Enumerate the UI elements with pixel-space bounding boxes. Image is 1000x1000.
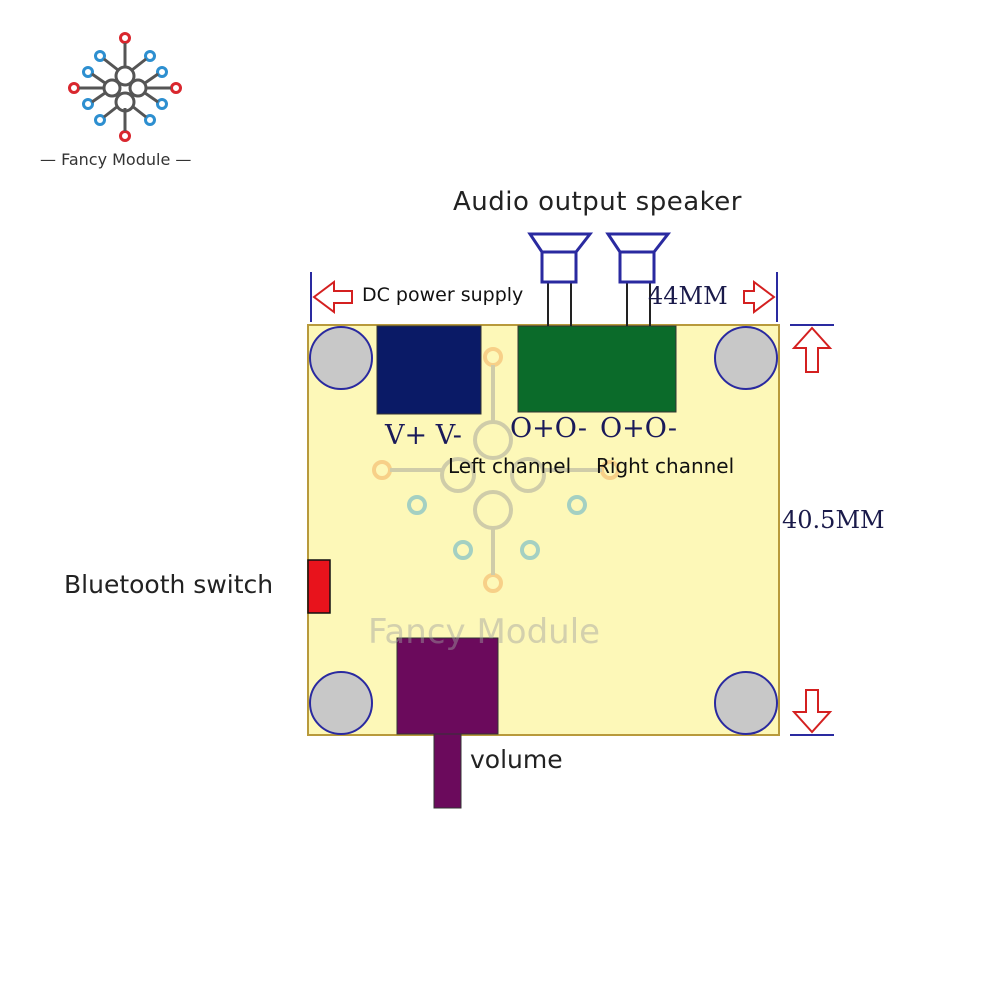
height-dimension — [790, 324, 834, 736]
left-pins-label: O+O- — [510, 413, 588, 444]
brand-name: — Fancy Module — — [40, 150, 192, 169]
bluetooth-switch — [307, 559, 331, 614]
power-pins-label: V+ V- — [385, 420, 462, 451]
height-label: 40.5MM — [782, 506, 885, 534]
dc-power-connector — [376, 325, 482, 415]
mounting-hole — [309, 326, 373, 390]
watermark-text-value: Fancy Module — [368, 612, 601, 652]
left-channel-label: Left channel — [448, 454, 572, 478]
brand-name-text: Fancy Module — [61, 150, 171, 169]
speaker-icon — [605, 232, 672, 284]
volume-label: volume — [470, 745, 563, 774]
right-pins-label: O+O- — [600, 413, 678, 444]
fancy-module-logo — [68, 32, 182, 142]
audio-output-title: Audio output speaker — [453, 187, 742, 217]
width-label: 44MM — [648, 282, 728, 310]
mounting-hole — [714, 326, 778, 390]
down-arrow-icon — [791, 689, 833, 734]
volume-shaft — [433, 733, 462, 809]
right-channel-label: Right channel — [596, 454, 735, 478]
dc-power-label: DC power supply — [362, 284, 524, 306]
left-arrow-icon — [312, 280, 353, 314]
mounting-holes — [309, 326, 778, 735]
watermark-text: Fancy Module — [368, 612, 600, 652]
width-dimension — [310, 272, 778, 322]
bluetooth-switch-label: Bluetooth switch — [64, 570, 274, 599]
speaker-terminal-block — [517, 325, 677, 413]
volume-knob-base — [396, 637, 499, 735]
mounting-hole — [309, 671, 373, 735]
speaker-wires — [547, 282, 651, 326]
up-arrow-icon — [791, 326, 833, 373]
speaker-icon — [527, 232, 594, 284]
right-arrow-icon — [743, 280, 776, 314]
mounting-hole — [714, 671, 778, 735]
